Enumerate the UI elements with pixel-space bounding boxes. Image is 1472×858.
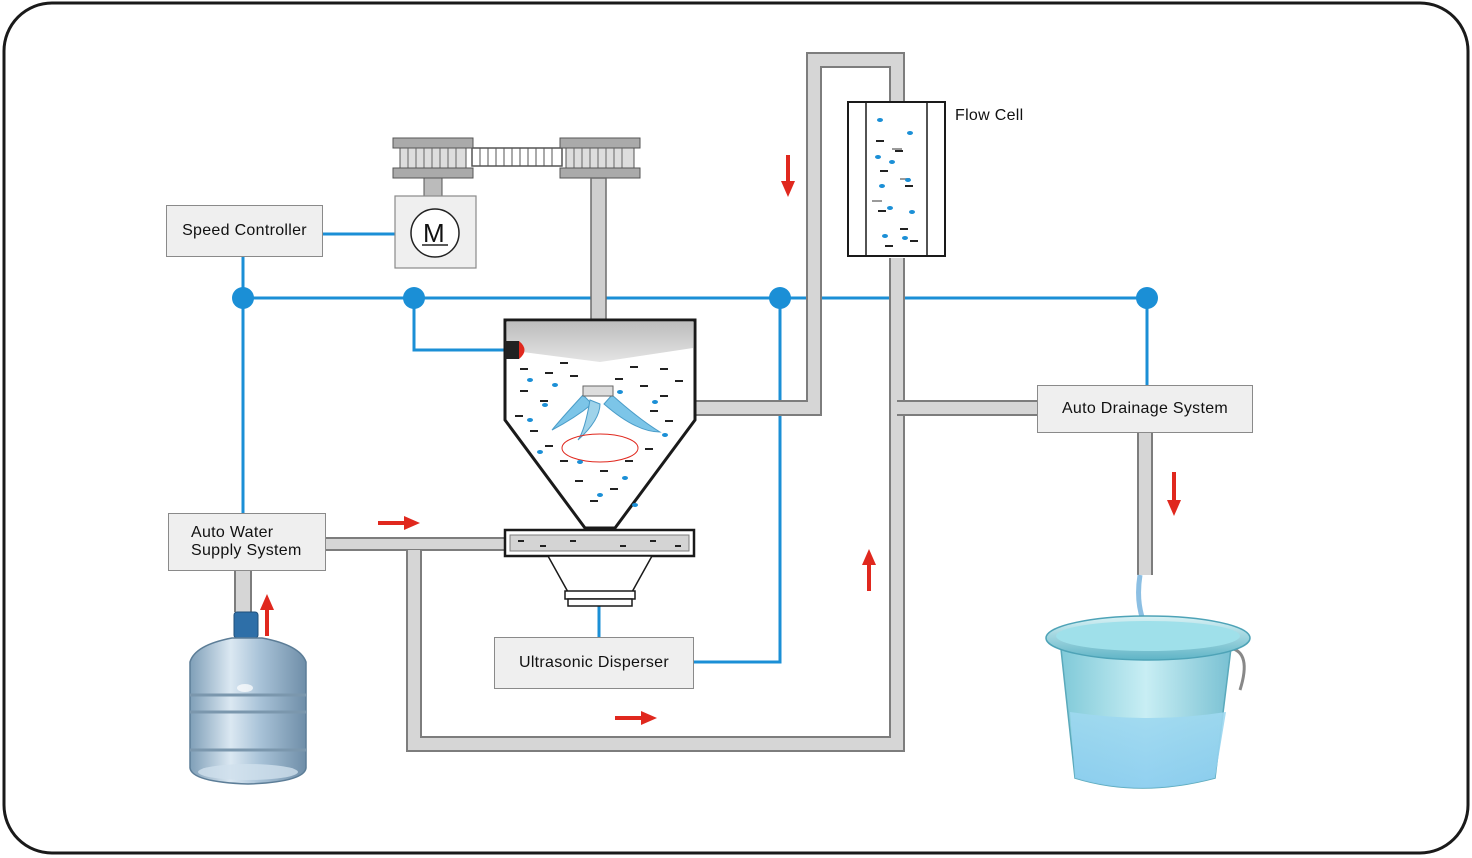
flow-cell <box>847 101 946 257</box>
flow-arrow-down-outlet <box>781 155 795 197</box>
sample-tank <box>503 318 697 530</box>
auto-drainage-label: Auto Drainage System <box>1061 400 1229 417</box>
ultrasonic-disperser-box: Ultrasonic Disperser <box>494 637 694 689</box>
pulley-belt <box>471 147 563 167</box>
auto-water-label-line1: Auto Water <box>191 524 274 541</box>
pulley-left <box>392 137 474 197</box>
flow-cell-label: Flow Cell <box>955 107 1024 124</box>
pipes <box>234 52 1153 752</box>
flow-arrow-up-return <box>862 549 876 591</box>
water-jug-icon <box>189 611 307 785</box>
ultrasonic-disperser-label: Ultrasonic Disperser <box>518 654 670 671</box>
ultrasonic-horn <box>546 555 654 607</box>
speed-controller-box: Speed Controller <box>166 205 323 257</box>
auto-water-label-line2: Supply System <box>191 542 302 559</box>
flow-arrow-right-return <box>615 711 657 725</box>
motor-symbol: M <box>423 218 445 248</box>
signal-junctions <box>232 287 1158 309</box>
flow-arrow-up-jug <box>260 594 274 636</box>
flow-arrow-down-drain <box>1167 472 1181 516</box>
auto-water-supply-box: Auto Water Supply System <box>168 513 326 571</box>
sample-chamber <box>503 528 696 558</box>
speed-controller-label: Speed Controller <box>182 222 307 239</box>
auto-drainage-box: Auto Drainage System <box>1037 385 1253 433</box>
flow-arrow-right-supply <box>378 516 420 530</box>
pulley-right <box>559 137 641 179</box>
motor-icon <box>394 195 477 269</box>
flow-arrows <box>260 155 1181 725</box>
bucket-icon <box>1045 574 1251 789</box>
